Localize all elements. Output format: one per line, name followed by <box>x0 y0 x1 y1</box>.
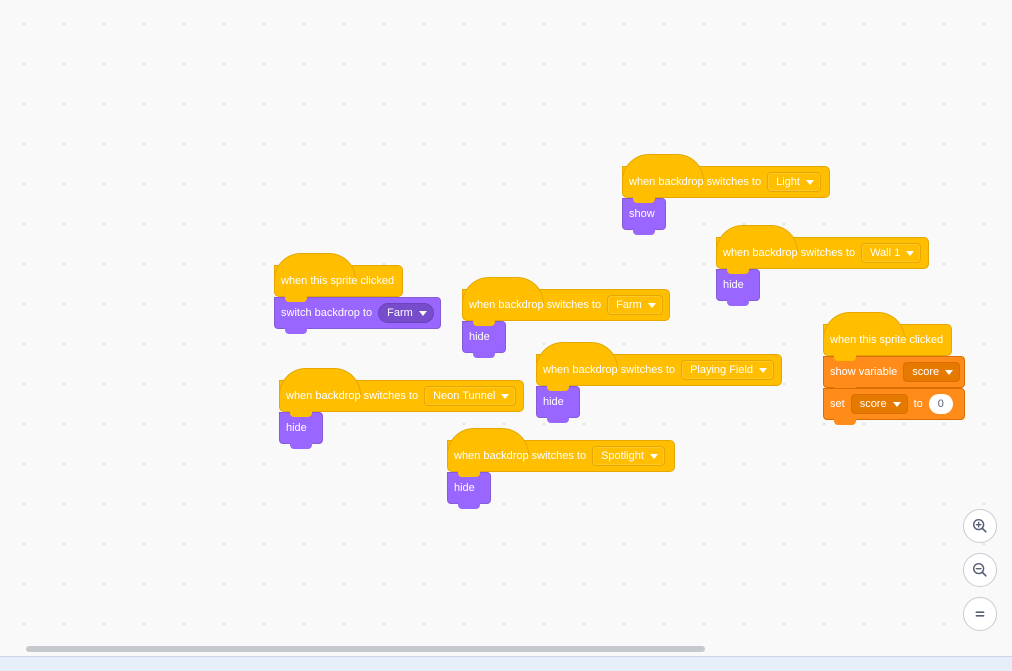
script-backdrop-spotlight[interactable]: when backdrop switches to Spotlight hide <box>447 428 675 509</box>
zoom-in-button[interactable] <box>963 509 997 543</box>
when-backdrop-switches-hat[interactable]: when backdrop switches to Farm <box>462 277 670 326</box>
block-label: to <box>913 398 923 410</box>
script-sprite-clicked-score[interactable]: when this sprite clicked show variable s… <box>823 312 965 425</box>
dropdown-value: Neon Tunnel <box>433 390 496 402</box>
backdrop-dropdown[interactable]: Wall 1 <box>861 243 922 263</box>
hat-label: when this sprite clicked <box>281 275 395 287</box>
horizontal-scrollbar-thumb[interactable] <box>26 646 705 652</box>
block-label: show <box>629 208 655 220</box>
script-sprite-clicked-switch[interactable]: when this sprite clicked switch backdrop… <box>274 253 441 334</box>
value-input[interactable]: 0 <box>928 394 953 414</box>
caret-down-icon <box>906 250 915 256</box>
zoom-in-icon <box>972 518 987 533</box>
switch-backdrop-block[interactable]: switch backdrop to Farm <box>274 297 441 334</box>
block-label: hide <box>543 396 564 408</box>
block-label: hide <box>286 422 307 434</box>
when-backdrop-switches-hat[interactable]: when backdrop switches to Wall 1 <box>716 225 929 274</box>
variable-dropdown[interactable]: score <box>903 362 961 382</box>
hat-label: when backdrop switches to <box>629 176 762 188</box>
caret-down-icon <box>945 369 954 375</box>
script-backdrop-playing-field[interactable]: when backdrop switches to Playing Field … <box>536 342 782 423</box>
hide-block[interactable]: hide <box>536 386 580 423</box>
caret-down-icon <box>418 310 427 316</box>
script-backdrop-neon-tunnel[interactable]: when backdrop switches to Neon Tunnel hi… <box>279 368 524 449</box>
backdrop-dropdown[interactable]: Farm <box>607 295 663 315</box>
dropdown-value: score <box>859 398 887 410</box>
dropdown-value: score <box>912 366 940 378</box>
when-sprite-clicked-hat[interactable]: when this sprite clicked <box>823 312 952 361</box>
when-backdrop-switches-hat[interactable]: when backdrop switches to Spotlight <box>447 428 675 477</box>
show-variable-block[interactable]: show variable score <box>823 356 965 393</box>
hide-block[interactable]: hide <box>279 412 323 449</box>
script-backdrop-farm[interactable]: when backdrop switches to Farm hide <box>462 277 670 358</box>
when-backdrop-switches-hat[interactable]: when backdrop switches to Playing Field <box>536 342 782 391</box>
script-workspace[interactable]: when backdrop switches to Light show whe… <box>0 0 1012 656</box>
when-sprite-clicked-hat[interactable]: when this sprite clicked <box>274 253 403 302</box>
script-backdrop-wall1[interactable]: when backdrop switches to Wall 1 hide <box>716 225 929 306</box>
zoom-out-button[interactable] <box>963 553 997 587</box>
backdrop-dropdown[interactable]: Light <box>767 172 821 192</box>
block-label: switch backdrop to <box>281 307 373 319</box>
backdrop-dropdown[interactable]: Farm <box>378 303 434 323</box>
script-backdrop-light[interactable]: when backdrop switches to Light show <box>622 154 830 235</box>
block-label: hide <box>454 482 475 494</box>
dropdown-value: Playing Field <box>690 364 754 376</box>
hide-block[interactable]: hide <box>716 269 760 306</box>
hat-label: when backdrop switches to <box>469 299 602 311</box>
dropdown-value: Wall 1 <box>870 247 901 259</box>
caret-down-icon <box>649 453 658 459</box>
dropdown-value: Farm <box>387 307 413 319</box>
caret-down-icon <box>805 179 814 185</box>
backdrop-dropdown[interactable]: Neon Tunnel <box>424 386 517 406</box>
dropdown-value: Light <box>776 176 800 188</box>
hat-label: when this sprite clicked <box>830 334 944 346</box>
backdrop-dropdown[interactable]: Spotlight <box>592 446 665 466</box>
variable-dropdown[interactable]: score <box>850 394 908 414</box>
show-block[interactable]: show <box>622 198 666 235</box>
block-label: set <box>830 398 845 410</box>
block-label: hide <box>469 331 490 343</box>
dropdown-value: Farm <box>616 299 642 311</box>
caret-down-icon <box>759 367 768 373</box>
when-backdrop-switches-hat[interactable]: when backdrop switches to Light <box>622 154 830 203</box>
block-label: hide <box>723 279 744 291</box>
block-label: show variable <box>830 366 898 378</box>
zoom-reset-button[interactable] <box>963 597 997 631</box>
caret-down-icon <box>647 302 656 308</box>
backdrop-dropdown[interactable]: Playing Field <box>681 360 775 380</box>
set-variable-block[interactable]: set score to 0 <box>823 388 965 425</box>
bottom-panel-edge <box>0 656 1012 671</box>
hat-label: when backdrop switches to <box>454 450 587 462</box>
hat-label: when backdrop switches to <box>723 247 856 259</box>
caret-down-icon <box>501 393 510 399</box>
dropdown-value: Spotlight <box>601 450 644 462</box>
zoom-reset-icon <box>975 611 985 617</box>
hide-block[interactable]: hide <box>462 321 506 358</box>
when-backdrop-switches-hat[interactable]: when backdrop switches to Neon Tunnel <box>279 368 524 417</box>
hat-label: when backdrop switches to <box>286 390 419 402</box>
hat-label: when backdrop switches to <box>543 364 676 376</box>
caret-down-icon <box>892 401 901 407</box>
zoom-out-icon <box>972 562 987 577</box>
